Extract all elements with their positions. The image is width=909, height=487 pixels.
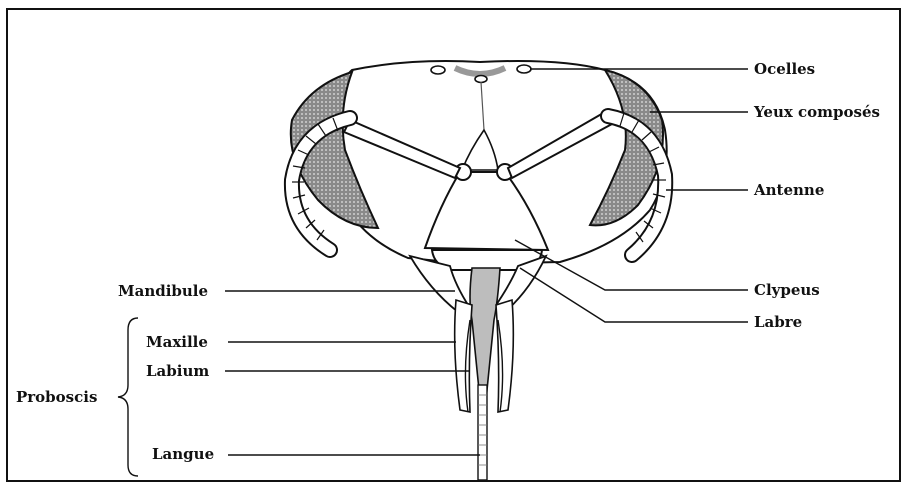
label-clypeus: Clypeus bbox=[754, 281, 820, 299]
ocellus-middle bbox=[475, 76, 487, 83]
proboscis-brace bbox=[118, 318, 138, 476]
left-maxilla bbox=[455, 300, 472, 412]
leader-labre bbox=[520, 268, 748, 322]
label-ocelles: Ocelles bbox=[754, 60, 815, 78]
label-labre: Labre bbox=[754, 313, 802, 331]
label-labium: Labium bbox=[146, 362, 209, 380]
labium bbox=[470, 268, 500, 400]
label-proboscis: Proboscis bbox=[16, 388, 97, 406]
label-mandibule: Mandibule bbox=[118, 282, 208, 300]
label-antenne: Antenne bbox=[753, 181, 824, 199]
label-yeux-composes: Yeux composés bbox=[753, 103, 880, 121]
right-maxilla bbox=[496, 300, 513, 412]
glossa bbox=[478, 385, 487, 480]
ocellus-left bbox=[431, 66, 445, 74]
ocellus-right bbox=[517, 65, 531, 73]
label-langue: Langue bbox=[152, 445, 214, 463]
label-maxille: Maxille bbox=[146, 333, 208, 351]
